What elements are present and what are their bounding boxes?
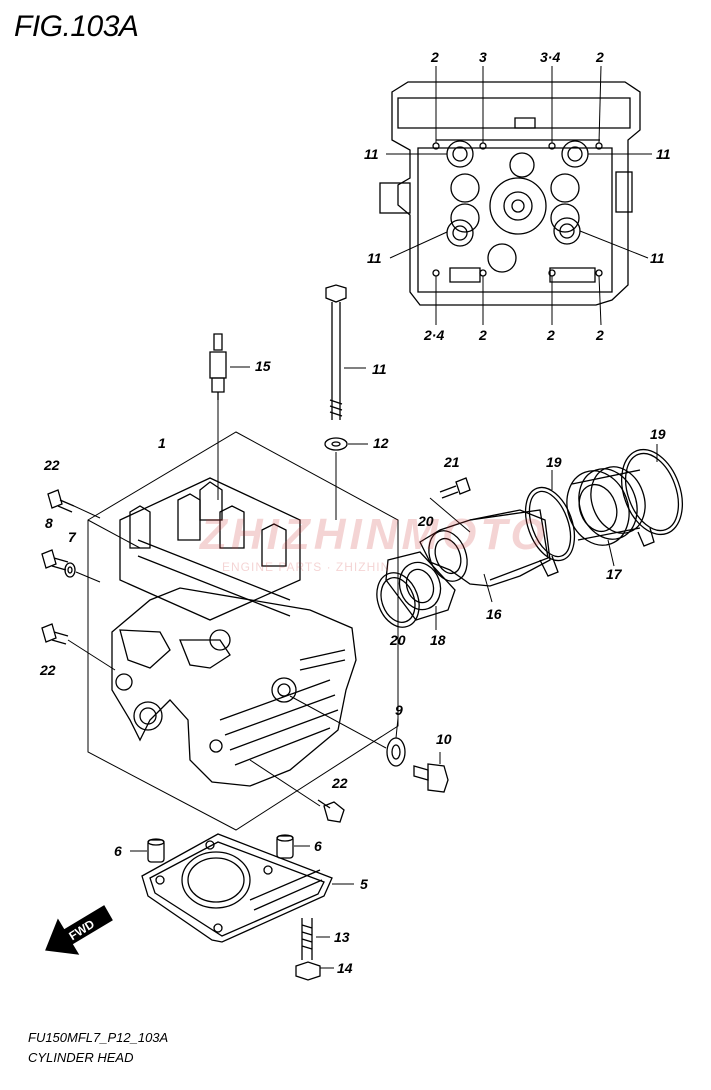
callout-19-a: 19	[546, 454, 562, 470]
callout-6-b: 6	[314, 838, 322, 854]
dowel-6-left-part	[130, 838, 165, 863]
watermark-subtext: ENGINE PARTS · ZHIZHIN	[222, 560, 391, 574]
callout-2-e: 2	[596, 327, 604, 343]
washer-7-part	[64, 562, 101, 583]
head-gasket-5-part	[141, 833, 354, 943]
intake-boot-17-part	[566, 466, 646, 567]
callout-11: 11	[372, 361, 387, 377]
spacer-18-part	[385, 551, 456, 630]
bolt-8-part	[41, 549, 69, 571]
screw-21-part	[429, 477, 471, 533]
cylinder-head-top-view	[379, 81, 641, 306]
callout-12: 12	[373, 435, 389, 451]
stud-13-part	[301, 918, 330, 960]
callout-10: 10	[436, 731, 452, 747]
top-view-leader-lines	[386, 65, 652, 326]
callout-6-a: 6	[114, 843, 122, 859]
callout-1: 1	[158, 435, 166, 451]
callout-2-4-b: 2·4	[424, 327, 445, 343]
intake-pipe-16-part	[419, 509, 551, 603]
fwd-arrow-icon	[45, 905, 113, 955]
callout-9: 9	[395, 702, 403, 718]
callout-8: 8	[45, 515, 53, 531]
callout-2-a: 2	[431, 49, 439, 65]
long-bolt-part	[325, 284, 366, 420]
callout-11-tr: 11	[656, 146, 671, 162]
cylinder-head-box-outline	[87, 400, 399, 831]
callout-14: 14	[337, 960, 353, 976]
callout-18: 18	[430, 632, 446, 648]
bolt-10-part	[413, 752, 449, 793]
callout-2-c: 2	[479, 327, 487, 343]
callout-21: 21	[444, 454, 460, 470]
bolt-22-upper-part	[47, 489, 101, 519]
callout-3-4-a: 3·4	[540, 49, 561, 65]
callout-7: 7	[68, 529, 76, 545]
washer-12-part	[324, 437, 368, 451]
callout-13: 13	[334, 929, 350, 945]
figure-title: FIG.103A	[14, 10, 139, 43]
spark-plug-part	[209, 333, 250, 400]
cylinder-head-body	[111, 477, 357, 787]
callout-16: 16	[486, 606, 502, 622]
o-ring-20-large-part	[376, 572, 420, 632]
gasket-9-part	[289, 695, 406, 767]
callout-22-c: 22	[332, 775, 348, 791]
clamp-19-large-part	[621, 444, 683, 547]
section-name: CYLINDER HEAD	[28, 1050, 134, 1065]
callout-20-a: 20	[418, 513, 434, 529]
callout-19-b: 19	[650, 426, 666, 442]
nut-14-part	[295, 961, 334, 981]
model-code: FU150MFL7_P12_103A	[28, 1030, 169, 1045]
callout-11-tl: 11	[364, 146, 379, 162]
callout-5: 5	[360, 876, 368, 892]
callout-20-b: 20	[390, 632, 406, 648]
bolt-22-middle-part	[41, 623, 116, 671]
clamp-19-small-part	[524, 470, 576, 577]
callout-3-a: 3	[479, 49, 487, 65]
callout-11-mr: 11	[650, 250, 665, 266]
callout-15: 15	[255, 358, 271, 374]
callout-2-d: 2	[547, 327, 555, 343]
callout-2-b: 2	[596, 49, 604, 65]
callout-17: 17	[606, 566, 622, 582]
watermark-brand: ZHIZHINMOTO	[200, 510, 549, 559]
callout-22-b: 22	[40, 662, 56, 678]
callout-22-a: 22	[44, 457, 60, 473]
dowel-6-right-part	[276, 834, 310, 859]
bolt-22-lower-part	[249, 759, 345, 823]
callout-11-ml: 11	[367, 250, 382, 266]
